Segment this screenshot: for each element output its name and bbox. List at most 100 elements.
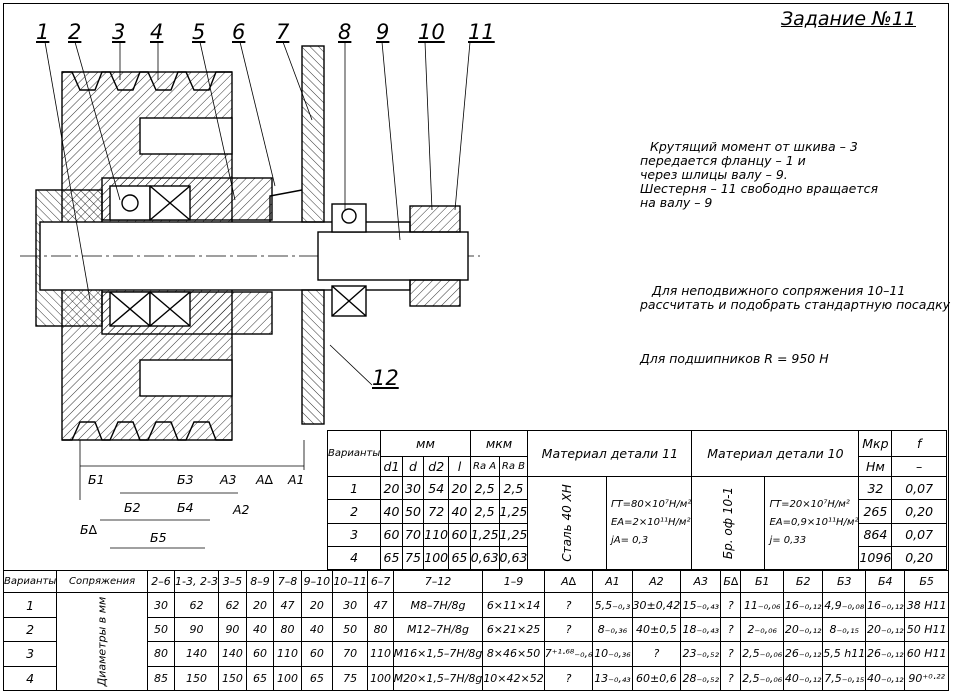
cell-d1: 40 (380, 499, 403, 524)
cell-v: 1 (326, 476, 382, 501)
mat11-prop: jА= 0,3 (610, 535, 649, 547)
cell: ? (543, 616, 594, 643)
cell: 110 (273, 641, 302, 667)
cell: 65 (245, 665, 275, 692)
cell-mkp: 864 (858, 522, 893, 547)
cell: 2,5₋₀,₀₆ (740, 641, 785, 667)
cell: 5,5 h11 (822, 641, 867, 667)
cell: 16₋₀,₁₂ (783, 592, 824, 618)
dim-label-b3: Б3 (177, 472, 194, 487)
lower-header: А1 (592, 569, 633, 594)
cell: 5,5₋₀,₃ (592, 592, 633, 618)
part-label-12: 12 (372, 366, 399, 390)
dim-label-a-delta: А∆ (256, 472, 273, 487)
cell-d: 50 (401, 499, 425, 524)
cell-d2: 110 (423, 522, 450, 547)
cell: 62 (217, 592, 247, 618)
mat10-prop: ГТ=20×10⁷Н/м² (769, 499, 850, 511)
part-label-8: 8 (338, 20, 352, 44)
cell-variant: 4 (2, 665, 58, 692)
sub-rb: Ra B (498, 456, 529, 478)
cell: 62 (174, 592, 219, 618)
drawing-frame (3, 3, 949, 691)
header-f-unit: – (891, 456, 947, 478)
cell-ra: 1,25 (469, 522, 500, 547)
cell-d: 30 (401, 476, 425, 501)
cell: М20×1,5–7Н/8g (392, 665, 484, 692)
cell: М16×1,5–7Н/8g (392, 641, 484, 667)
cell: 40₋₀,₁₂ (865, 665, 906, 692)
sub-d1: d1 (380, 456, 403, 478)
note-torque: Крутящий момент от шкива – 3 передается … (640, 139, 879, 210)
cell-mkp: 32 (858, 476, 893, 501)
note-fit: Для неподвижного сопряжения 10–11 рассчи… (640, 283, 951, 312)
dim-label-b-delta: Б∆ (80, 522, 97, 537)
header-mkp-unit: Нм (858, 456, 893, 478)
header-mat10: Материал детали 10 (691, 429, 860, 478)
mat11-prop: ГТ=80×10⁷Н/м² (610, 499, 692, 511)
cell: 20₋₀,₁₂ (783, 616, 824, 643)
cell: 2₋₀,₀₆ (740, 616, 785, 643)
dim-label-b4: Б4 (177, 500, 194, 515)
cell: 40₋₀,₁₂ (783, 665, 824, 692)
cell: 13₋₀,₄₃ (592, 665, 633, 692)
cell: 90⁺⁰·²² (904, 665, 949, 692)
cell-d1: 65 (380, 545, 403, 571)
part-label-5: 5 (192, 20, 206, 44)
lower-header: 8–9 (245, 569, 275, 594)
cell: 140 (174, 641, 219, 667)
cell: 8₋₀,₃₆ (592, 616, 633, 643)
mat10-prop: ЕА=0,9×10¹¹Н/м² (769, 517, 859, 529)
cell: М8–7Н/8g (392, 592, 484, 618)
sub-d: d (401, 456, 425, 478)
cell-f: 0,07 (891, 522, 947, 547)
cell-v: 4 (326, 545, 382, 571)
cell: ? (543, 665, 594, 692)
cell: 30 (146, 592, 176, 618)
cell: 65 (300, 665, 333, 692)
mat11-name: Сталь 40 ХН (560, 484, 575, 562)
part-label-10: 10 (418, 20, 445, 44)
cell: 16₋₀,₁₂ (865, 592, 906, 618)
lower-header: Б4 (865, 569, 906, 594)
lower-header: Б1 (740, 569, 785, 594)
cell: 8₋₀,₁₅ (822, 616, 867, 643)
cell: 60±0,6 (631, 665, 682, 692)
cell-d2: 100 (423, 545, 450, 571)
cell: 10×42×52 (482, 665, 545, 692)
cell: 10₋₀,₃₆ (592, 641, 633, 667)
cell-ra: 2,5 (469, 476, 500, 501)
cell: ? (543, 592, 594, 618)
cell: 6×21×25 (482, 616, 545, 643)
dim-label-b1: Б1 (88, 472, 105, 487)
part-label-2: 2 (68, 20, 82, 44)
cell: 28₋₀,₅₂ (680, 665, 722, 692)
cell: 100 (367, 665, 394, 692)
lower-header: 3–5 (217, 569, 247, 594)
header-f: f (891, 429, 947, 458)
cell-d2: 72 (423, 499, 450, 524)
cell-d1: 60 (380, 522, 403, 547)
cell: 20 (300, 592, 333, 618)
lower-header: 9–10 (300, 569, 333, 594)
page-title: Задание №11 (780, 8, 916, 30)
part-label-1: 1 (36, 20, 50, 44)
cell: 15₋₀,₄₃ (680, 592, 722, 618)
cell-ra: 2,5 (469, 499, 500, 524)
header-variants: Варианты (326, 429, 382, 478)
cell-rb: 1,25 (498, 499, 529, 524)
cell: 2,5₋₀,₀₆ (740, 665, 785, 692)
cell: 60 Н11 (904, 641, 949, 667)
cell: 85 (146, 665, 176, 692)
cell: 90 (174, 616, 219, 643)
sub-l: l (448, 456, 471, 478)
lower-header: 2–6 (146, 569, 176, 594)
sub-ra: Ra A (469, 456, 500, 478)
cell: М12–7Н/8g (392, 616, 484, 643)
cell: 150 (217, 665, 247, 692)
cell-rb: 2,5 (498, 476, 529, 501)
cell: 50 (331, 616, 369, 643)
